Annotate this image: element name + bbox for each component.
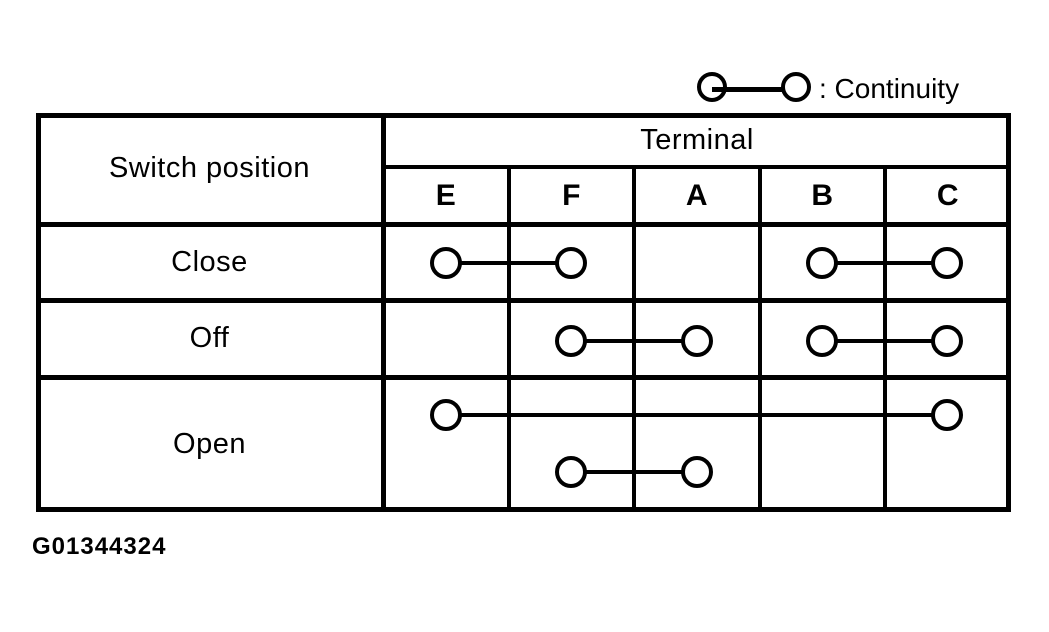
contact-circle-open-a-icon — [681, 456, 713, 488]
contact-circle-off-f-icon — [555, 325, 587, 357]
continuity-table-frame — [36, 113, 1011, 512]
row-label-close: Close — [171, 245, 248, 278]
table-divider-switch-terminal — [381, 113, 386, 512]
contact-circle-close-e-icon — [430, 247, 462, 279]
contact-circle-close-c-icon — [931, 247, 963, 279]
continuity-line-close-e-f — [446, 261, 571, 265]
terminal-column-a: A — [685, 178, 709, 212]
contact-circle-open-c-icon — [931, 399, 963, 431]
table-divider-col-a-b — [758, 167, 762, 512]
row-label-open: Open — [173, 428, 246, 460]
table-divider-terminal-header — [383, 165, 1011, 169]
terminal-column-f: F — [562, 178, 581, 212]
legend-label: : Continuity — [819, 73, 960, 104]
continuity-line-close-b-c — [822, 261, 947, 265]
continuity-line-off-f-a — [571, 339, 697, 343]
table-divider-header-close — [36, 222, 1011, 227]
table-divider-off-open — [36, 375, 1011, 380]
contact-circle-open-f-icon — [555, 456, 587, 488]
terminal-column-b: B — [811, 178, 834, 212]
switch-position-header: Switch position — [109, 152, 310, 184]
continuity-line-open-e-c — [446, 413, 947, 417]
contact-circle-off-b-icon — [806, 325, 838, 357]
terminal-header: Terminal — [640, 123, 754, 156]
terminal-column-e: E — [435, 178, 457, 212]
table-divider-close-off — [36, 298, 1011, 303]
continuity-symbol-right-circle-icon — [781, 72, 811, 102]
continuity-legend: : Continuity — [697, 71, 1027, 107]
row-label-off: Off — [189, 322, 230, 354]
contact-circle-off-a-icon — [681, 325, 713, 357]
contact-circle-close-f-icon — [555, 247, 587, 279]
continuity-line-off-b-c — [822, 339, 947, 343]
figure-id: G01344324 — [32, 533, 167, 560]
table-divider-col-e-f — [507, 167, 511, 512]
contact-circle-off-c-icon — [931, 325, 963, 357]
terminal-column-c: C — [936, 178, 960, 212]
continuity-symbol-line — [712, 87, 796, 92]
contact-circle-open-e-icon — [430, 399, 462, 431]
contact-circle-close-b-icon — [806, 247, 838, 279]
continuity-line-open-f-a — [571, 470, 697, 474]
